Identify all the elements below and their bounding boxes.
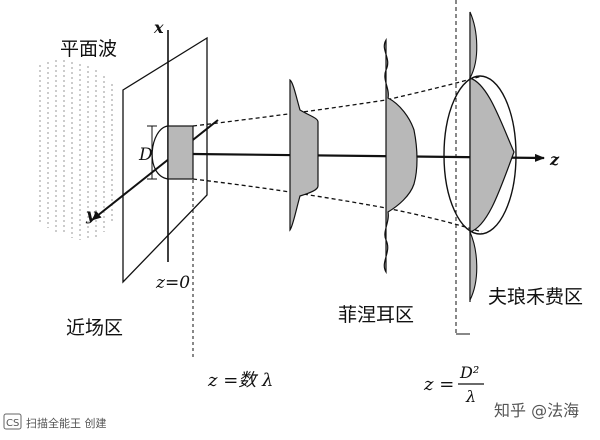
x-axis-label: x: [153, 18, 164, 37]
aperture-label: D: [138, 145, 153, 165]
fraunhofer-sidelobe-bottom: [469, 231, 478, 301]
fraunhofer-ellipse: [443, 75, 517, 235]
near-field-label: 近场区: [66, 317, 123, 339]
beam-boundary: [192, 75, 483, 233]
fresnel-profile: [383, 37, 418, 275]
fresnel-label: 菲涅耳区: [338, 304, 414, 326]
near-field-profile: [289, 78, 319, 232]
plane-wave-label: 平面波: [60, 38, 117, 60]
svg-text:扫描全能王 创建: 扫描全能王 创建: [26, 416, 107, 430]
fraunhofer-main-lobe: [469, 77, 515, 233]
y-axis-line: [91, 119, 219, 221]
z-fresnel-formula: z =数 λ: [207, 370, 273, 391]
z0-label: z=0: [155, 273, 190, 293]
scanner-watermark: CS 扫描全能王 创建: [3, 413, 107, 430]
fraunhofer-sidelobe-top: [469, 11, 478, 81]
z-fraunhofer-formula: z = D² λ: [423, 363, 484, 406]
svg-text:z =: z =: [423, 374, 454, 395]
plane-wave-lines: [39, 60, 113, 240]
z-axis-label: z: [549, 150, 560, 169]
svg-text:D²: D²: [459, 363, 479, 382]
zhihu-watermark: 知乎 @法海: [494, 401, 579, 420]
fraunhofer-label: 夫琅禾费区: [488, 286, 583, 308]
svg-text:CS: CS: [6, 418, 19, 429]
aperture-plane: [122, 36, 208, 284]
svg-text:λ: λ: [465, 387, 476, 406]
y-axis-label: y: [85, 205, 97, 224]
aperture-square: [167, 125, 194, 180]
